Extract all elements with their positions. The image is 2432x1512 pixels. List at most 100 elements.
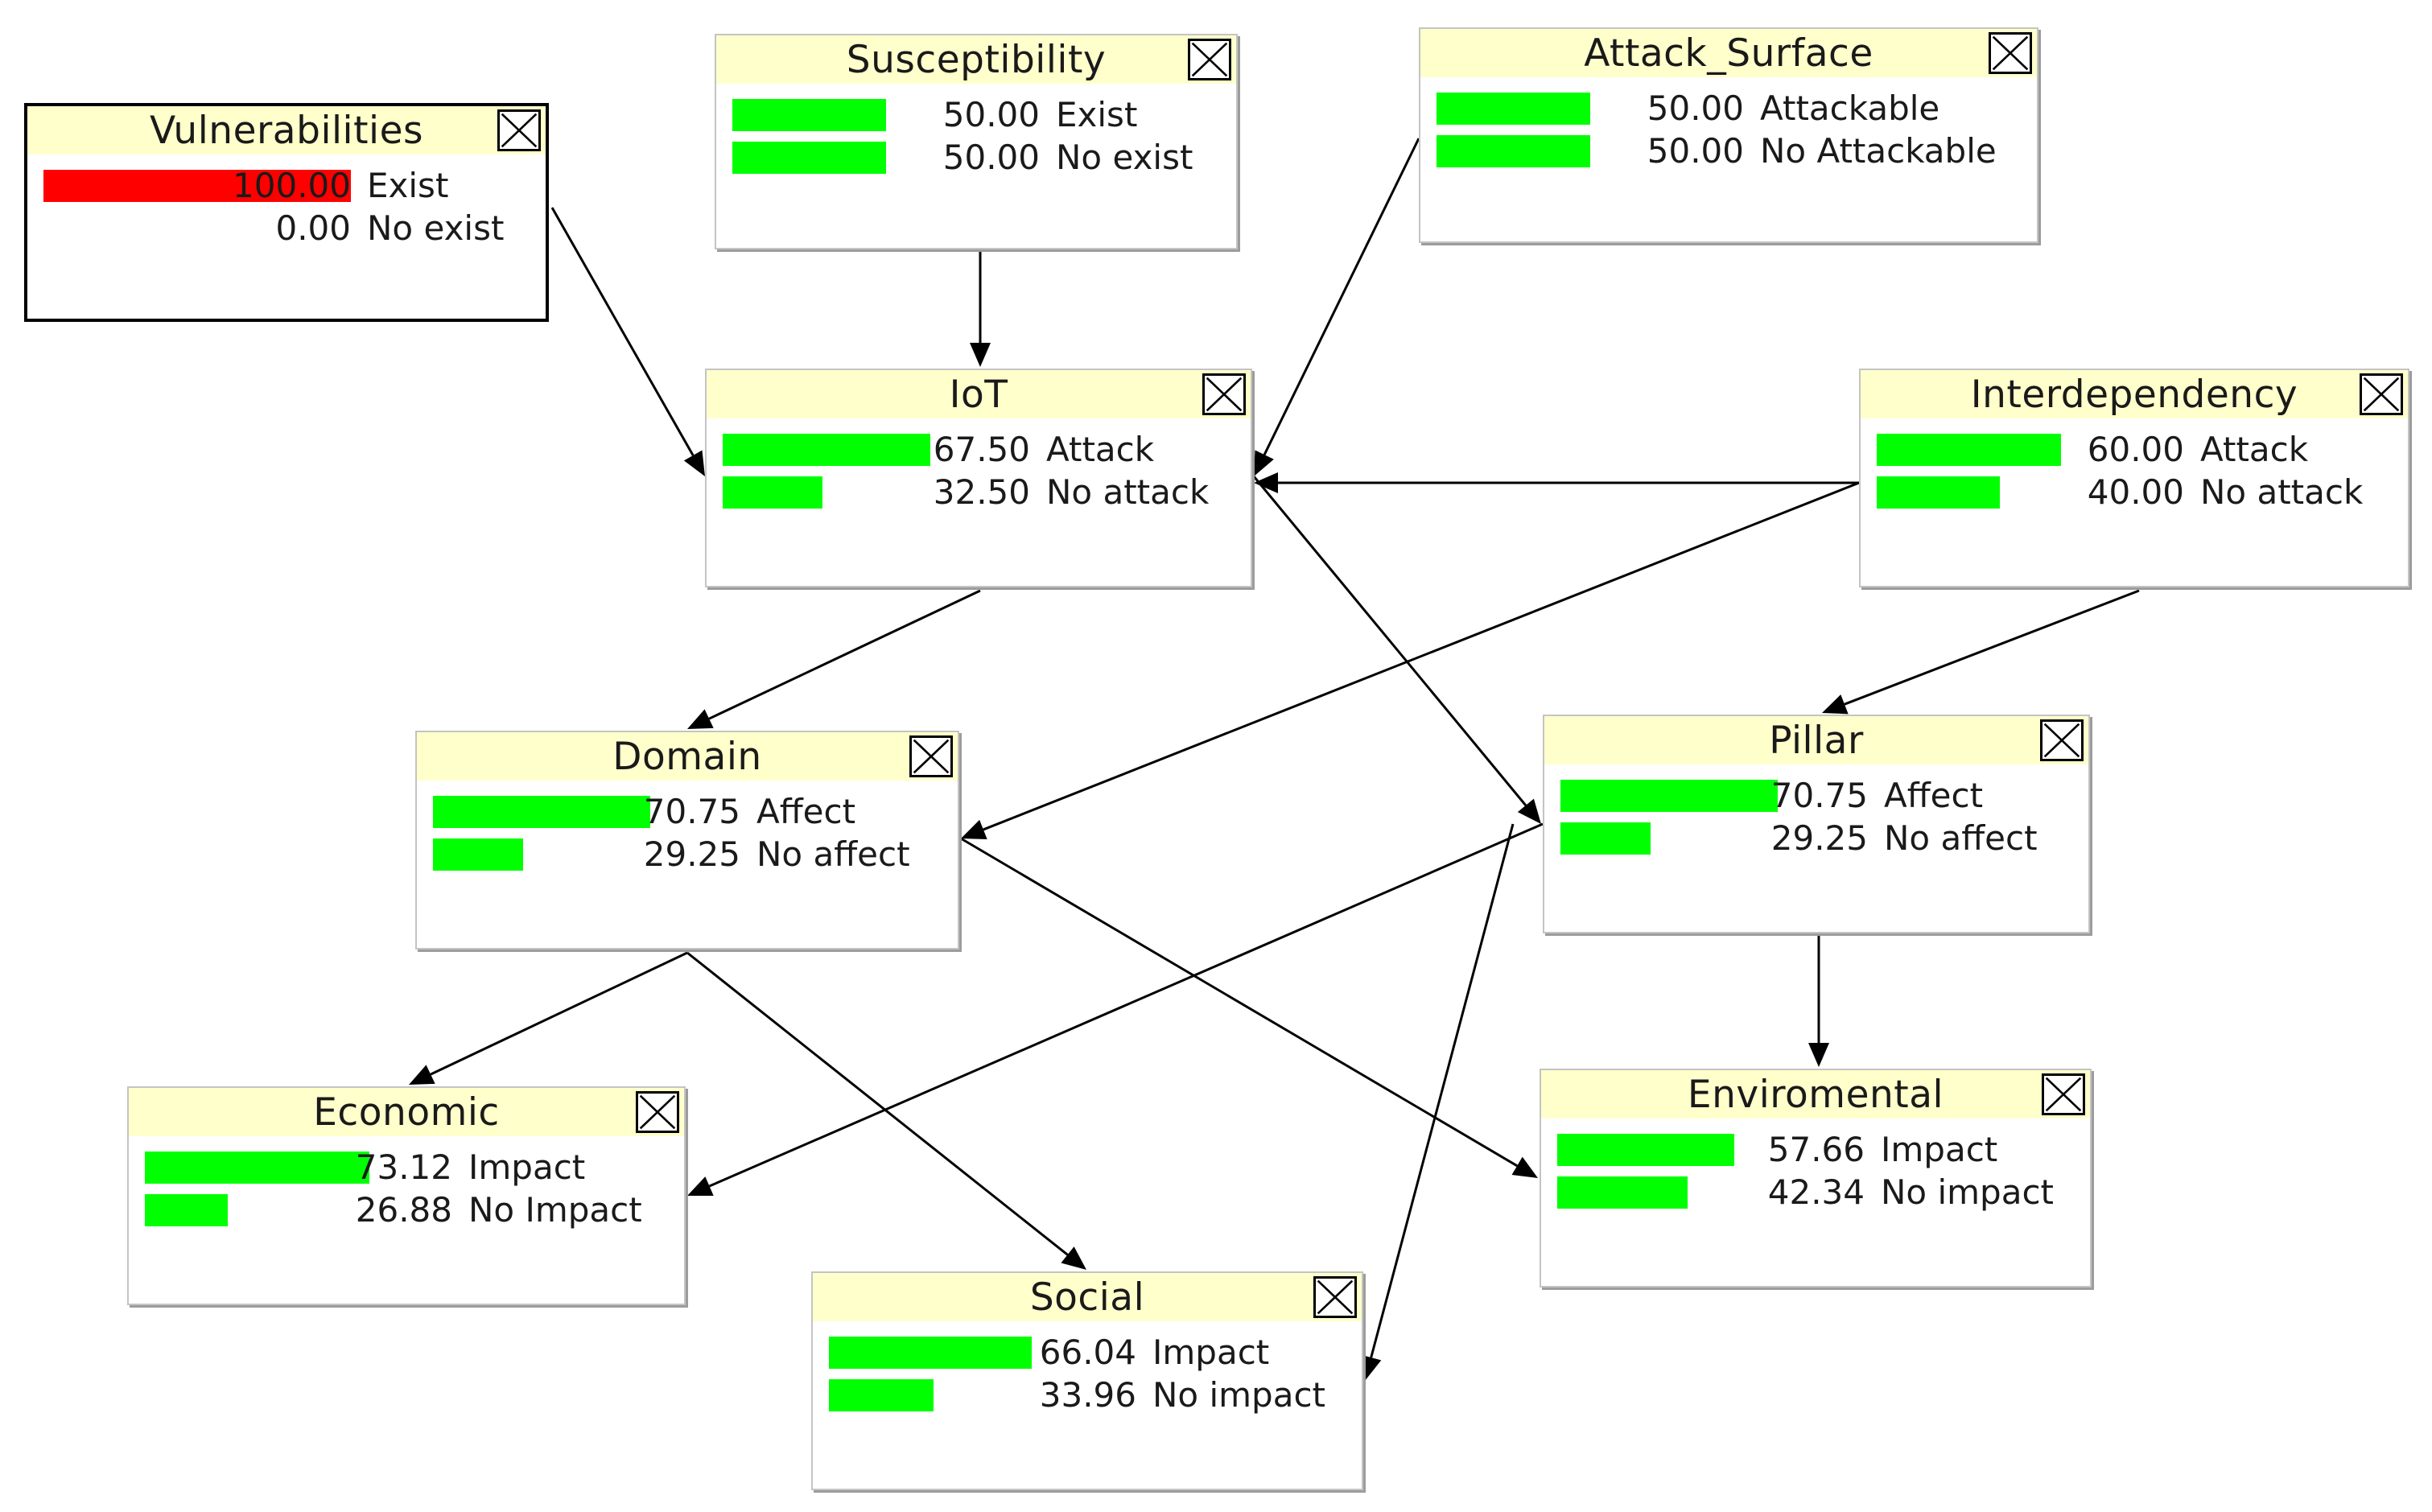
probability-bar: [1557, 1176, 1688, 1209]
probability-bar: [1557, 1134, 1734, 1166]
state-label: No affect: [756, 834, 910, 874]
node-title[interactable]: Interdependency: [1861, 370, 2408, 418]
state-probability: 50.00: [942, 95, 1040, 134]
close-icon[interactable]: [1188, 39, 1231, 80]
arrowhead-icon: [1061, 1246, 1086, 1270]
state-row[interactable]: 60.00 Attack: [1877, 431, 2400, 469]
close-icon[interactable]: [2042, 1073, 2085, 1115]
probability-bar: [732, 99, 886, 131]
probability-bar: [43, 170, 351, 202]
state-probability: 33.96: [1039, 1375, 1136, 1415]
node-title[interactable]: Social: [813, 1273, 1362, 1321]
node-title[interactable]: Susceptibility: [716, 35, 1236, 84]
state-row[interactable]: 33.96 No impact: [829, 1376, 1354, 1415]
close-icon[interactable]: [636, 1091, 679, 1133]
state-label: No impact: [1152, 1375, 1326, 1415]
state-label: Affect: [756, 792, 856, 831]
state-probability: 50.00: [1647, 89, 1744, 128]
close-icon[interactable]: [1989, 32, 2032, 74]
arrowhead-icon: [683, 450, 705, 476]
state-label: No exist: [367, 208, 505, 248]
edge-vulnerabilities-to-iot: [550, 207, 695, 456]
state-probability: 70.75: [643, 792, 740, 831]
arrowhead-icon: [961, 819, 987, 840]
state-probability: 67.50: [933, 430, 1030, 469]
close-icon[interactable]: [1202, 373, 1246, 415]
state-probability: 57.66: [1767, 1130, 1865, 1169]
arrowhead-icon: [1254, 450, 1274, 476]
edge-pillar-to-economic: [708, 822, 1544, 1188]
node-title[interactable]: IoT: [707, 370, 1251, 418]
node-title[interactable]: Domain: [417, 732, 958, 781]
state-label: No impact: [1881, 1172, 2055, 1212]
state-row[interactable]: 26.88 No Impact: [145, 1191, 676, 1230]
state-probability: 60.00: [2087, 430, 2184, 469]
probability-bar: [723, 434, 930, 466]
node-title[interactable]: Economic: [129, 1088, 684, 1136]
node-title[interactable]: Vulnerabilities: [27, 106, 546, 154]
state-probability: 73.12: [355, 1147, 452, 1187]
node-title[interactable]: Enviromental: [1541, 1070, 2090, 1119]
arrowhead-icon: [687, 1176, 714, 1196]
state-label: Impact: [1152, 1333, 1270, 1372]
state-probability: 40.00: [2087, 472, 2184, 512]
arrowhead-icon: [1808, 1043, 1829, 1067]
probability-bar: [1560, 780, 1778, 812]
edge-attack-surface-to-iot: [1263, 138, 1420, 455]
probability-bar: [1560, 822, 1651, 855]
state-probability: 26.88: [355, 1190, 452, 1230]
probability-bar: [1877, 434, 2061, 466]
state-label: Attack: [2200, 430, 2309, 469]
close-icon[interactable]: [909, 735, 953, 777]
close-icon[interactable]: [1313, 1276, 1357, 1318]
edge-interdependency-to-pillar: [1844, 589, 2140, 706]
node-title[interactable]: Pillar: [1544, 716, 2088, 764]
state-label: Affect: [1884, 776, 1984, 815]
state-row[interactable]: 70.75 Affect: [433, 793, 950, 831]
probability-bar: [145, 1152, 369, 1184]
state-row[interactable]: 50.00 Attackable: [1437, 89, 2029, 128]
close-icon[interactable]: [2040, 719, 2084, 761]
probability-bar: [433, 796, 650, 828]
state-label: Impact: [1881, 1130, 1998, 1169]
node-title[interactable]: Attack_Surface: [1420, 29, 2037, 77]
arrowhead-icon: [687, 709, 714, 729]
edge-iot-to-domain: [708, 589, 981, 720]
arrowhead-icon: [1822, 694, 1849, 715]
state-label: No Attackable: [1760, 131, 1997, 171]
arrowhead-icon: [1511, 1156, 1538, 1178]
state-label: Attackable: [1760, 89, 1940, 128]
state-row[interactable]: 57.66 Impact: [1557, 1131, 2082, 1169]
state-label: No Impact: [468, 1190, 642, 1230]
close-icon[interactable]: [497, 109, 541, 151]
close-icon[interactable]: [2360, 373, 2403, 415]
arrowhead-icon: [970, 343, 991, 367]
probability-bar: [1437, 93, 1590, 125]
state-probability: 32.50: [933, 472, 1030, 512]
